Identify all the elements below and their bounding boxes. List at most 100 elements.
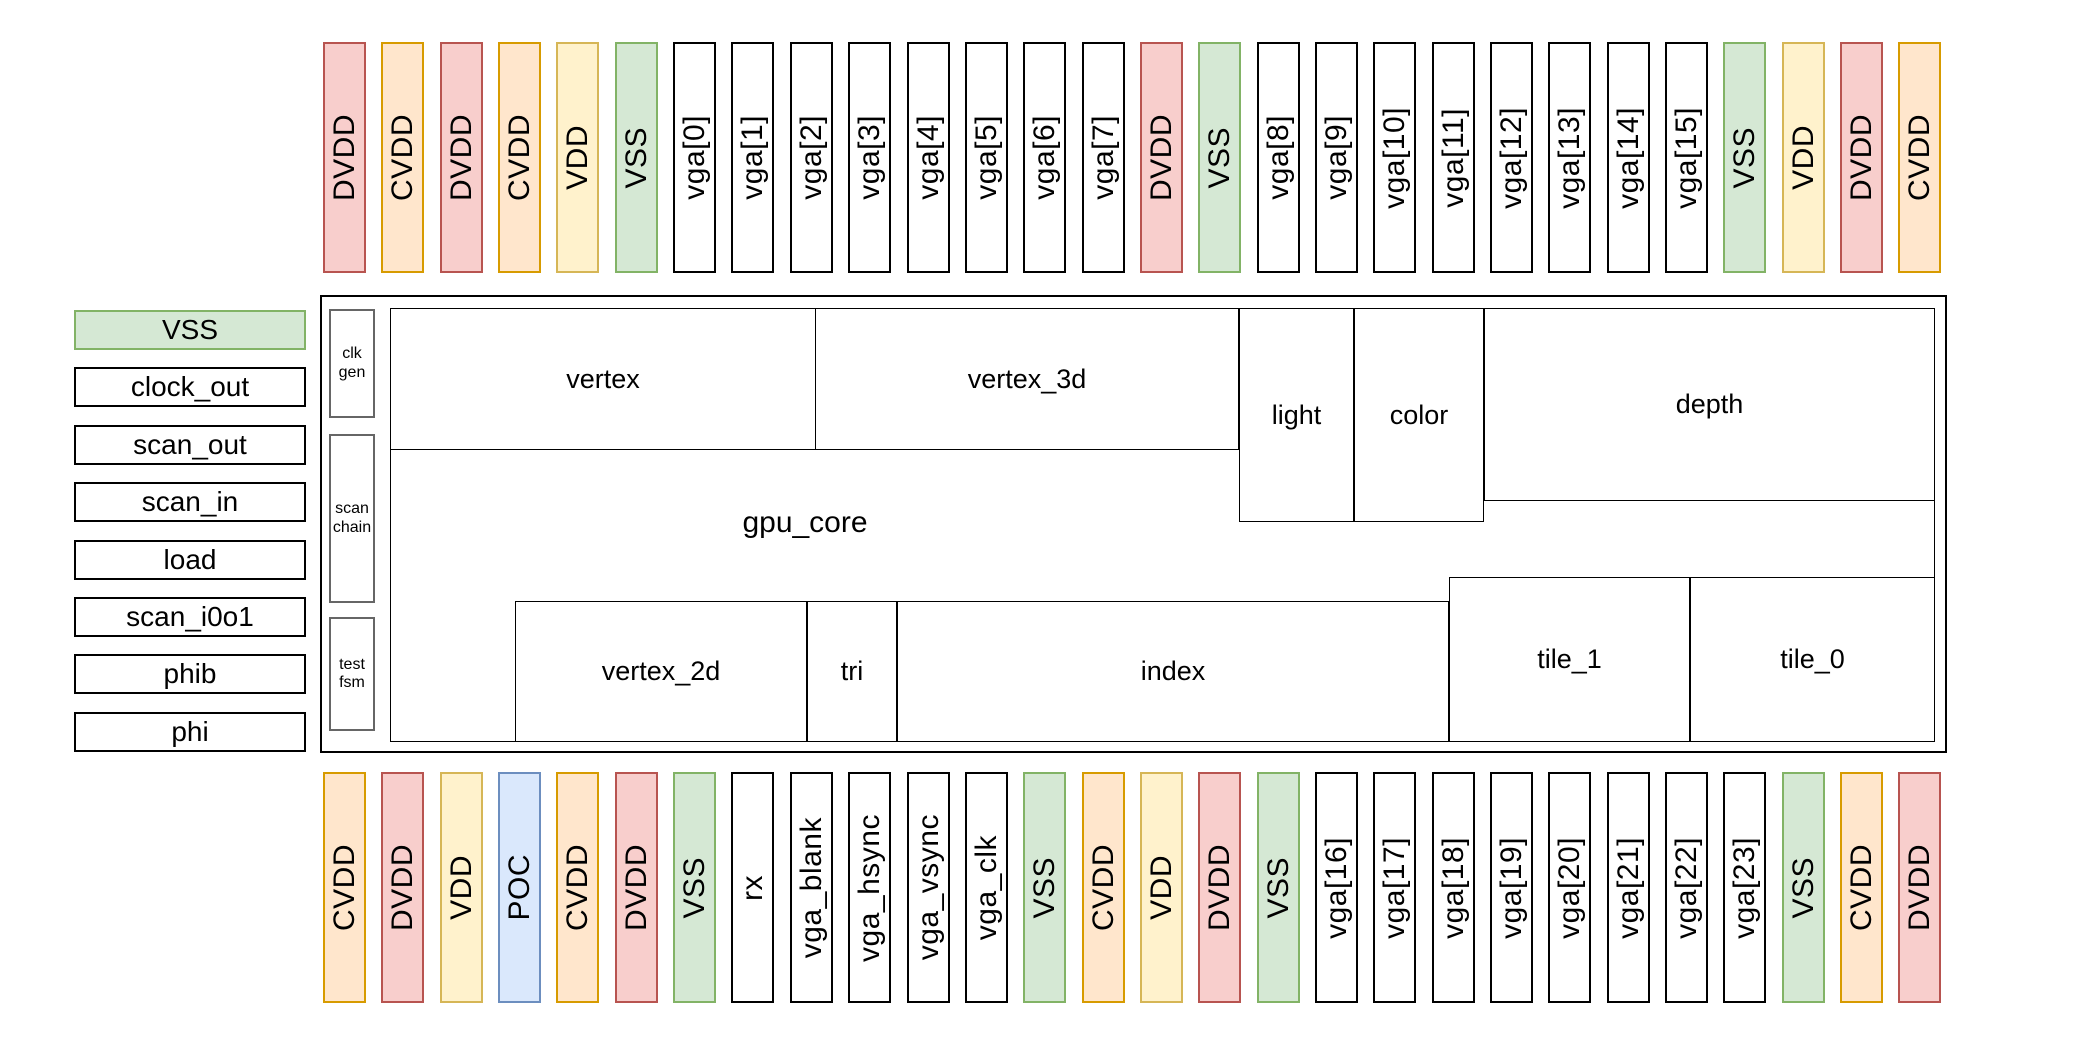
pin-label: VDD — [1144, 855, 1178, 920]
block-clk-gen: clk gen — [329, 309, 375, 418]
pin-label: vga[21] — [1611, 836, 1645, 939]
block-label: tri — [840, 656, 864, 686]
pin-bottom-rx: rx — [731, 772, 774, 1003]
block-color: color — [1354, 308, 1484, 522]
pin-label: CVDD — [560, 843, 594, 931]
pin-label: vga_clk — [969, 834, 1003, 941]
pin-label: DVDD — [1844, 113, 1878, 201]
pin-bottom-vss: VSS — [1257, 772, 1300, 1003]
block-label: test fsm — [339, 655, 365, 691]
pin-label: VSS — [677, 856, 711, 919]
pin-label: vga_hsync — [852, 813, 886, 962]
pin-bottom-poc: POC — [498, 772, 541, 1003]
pin-bottom-cvdd: CVDD — [1082, 772, 1125, 1003]
pin-bottom-vdd: VDD — [1140, 772, 1183, 1003]
pin-label: VSS — [1027, 856, 1061, 919]
pin-label: vga[10] — [1377, 106, 1411, 209]
pin-bottom-vga-23: vga[23] — [1723, 772, 1766, 1003]
pin-label: vga[11] — [1436, 107, 1470, 208]
pin-label: POC — [502, 854, 536, 921]
pin-label: DVDD — [1902, 843, 1936, 931]
pin-bottom-vga-22: vga[22] — [1665, 772, 1708, 1003]
block-tri: tri — [807, 601, 897, 742]
pin-bottom-vdd: VDD — [440, 772, 483, 1003]
pin-bottom-dvdd: DVDD — [615, 772, 658, 1003]
pin-top-cvdd: CVDD — [498, 42, 541, 273]
pin-top-vga-15: vga[15] — [1665, 42, 1708, 273]
pin-label: VSS — [619, 126, 653, 189]
pin-left-scan-out: scan_out — [74, 425, 306, 465]
block-label: clk gen — [338, 345, 366, 381]
pin-label: vga[18] — [1436, 836, 1470, 939]
pin-top-vga-9: vga[9] — [1315, 42, 1358, 273]
pin-bottom-dvdd: DVDD — [1898, 772, 1941, 1003]
pin-label: vga[6] — [1027, 115, 1061, 200]
pin-label: vga[13] — [1552, 106, 1586, 209]
pin-top-vga-8: vga[8] — [1257, 42, 1300, 273]
pin-label: vga[7] — [1086, 115, 1120, 200]
pin-label: vga[17] — [1377, 836, 1411, 939]
pin-label: scan_i0o1 — [126, 601, 254, 632]
block-label: scan chain — [332, 500, 372, 536]
pin-top-vga-3: vga[3] — [848, 42, 891, 273]
pin-label: CVDD — [385, 113, 419, 201]
pin-bottom-dvdd: DVDD — [1198, 772, 1241, 1003]
pin-label: scan_in — [141, 486, 239, 517]
pin-label: vga[20] — [1552, 836, 1586, 939]
pin-top-vga-2: vga[2] — [790, 42, 833, 273]
pin-bottom-vss: VSS — [1023, 772, 1066, 1003]
pin-top-dvdd: DVDD — [440, 42, 483, 273]
pin-left-phi: phi — [74, 712, 306, 752]
pin-top-vdd: VDD — [1782, 42, 1825, 273]
block-vertex: vertex — [390, 308, 816, 450]
pin-top-vga-10: vga[10] — [1373, 42, 1416, 273]
pin-label: vga[16] — [1319, 836, 1353, 939]
block-tile-0: tile_0 — [1690, 577, 1935, 742]
pin-label: vga[0] — [677, 115, 711, 200]
pin-label: vga[8] — [1261, 115, 1295, 200]
block-vertex-2d: vertex_2d — [515, 601, 807, 742]
pin-label: vga[2] — [794, 115, 828, 200]
block-label: tile_0 — [1780, 644, 1845, 674]
pin-label: VSS — [1786, 856, 1820, 919]
block-label: vertex_3d — [967, 363, 1087, 394]
pin-label: vga_vsync — [911, 814, 945, 961]
pin-top-vss: VSS — [615, 42, 658, 273]
pin-top-vss: VSS — [1198, 42, 1241, 273]
pin-top-vga-13: vga[13] — [1548, 42, 1591, 273]
pin-top-vga-11: vga[11] — [1432, 42, 1475, 273]
pin-bottom-vga-clk: vga_clk — [965, 772, 1008, 1003]
block-scan-chain: scan chain — [329, 434, 375, 603]
pin-label: CVDD — [1086, 843, 1120, 931]
pin-top-vga-6: vga[6] — [1023, 42, 1066, 273]
pin-top-dvdd: DVDD — [1140, 42, 1183, 273]
pin-top-vga-1: vga[1] — [731, 42, 774, 273]
pin-label: DVDD — [444, 113, 478, 201]
pin-label: vga[3] — [852, 115, 886, 200]
pin-label: VDD — [444, 855, 478, 920]
pin-label: DVDD — [1202, 843, 1236, 931]
pin-left-scan-i0o1: scan_i0o1 — [74, 597, 306, 637]
pin-label: vga[23] — [1727, 836, 1761, 939]
pin-label: vga[1] — [735, 115, 769, 200]
pin-label: VSS — [1202, 126, 1236, 189]
pin-bottom-vga-vsync: vga_vsync — [907, 772, 950, 1003]
pin-bottom-cvdd: CVDD — [556, 772, 599, 1003]
gpu-core-label: gpu_core — [742, 506, 868, 539]
pin-label: VDD — [1786, 125, 1820, 190]
pin-left-scan-in: scan_in — [74, 482, 306, 522]
pin-label: DVDD — [1144, 113, 1178, 201]
pin-bottom-vga-16: vga[16] — [1315, 772, 1358, 1003]
pin-bottom-vga-blank: vga_blank — [790, 772, 833, 1003]
pin-label: vga[9] — [1319, 115, 1353, 200]
pin-label: vga[15] — [1669, 106, 1703, 209]
pin-label: scan_out — [133, 429, 247, 460]
pin-left-phib: phib — [74, 654, 306, 694]
pin-top-vdd: VDD — [556, 42, 599, 273]
pin-label: vga_blank — [794, 816, 828, 959]
pin-top-vga-7: vga[7] — [1082, 42, 1125, 273]
pin-top-vss: VSS — [1723, 42, 1766, 273]
pin-bottom-vga-17: vga[17] — [1373, 772, 1416, 1003]
pin-bottom-vga-20: vga[20] — [1548, 772, 1591, 1003]
